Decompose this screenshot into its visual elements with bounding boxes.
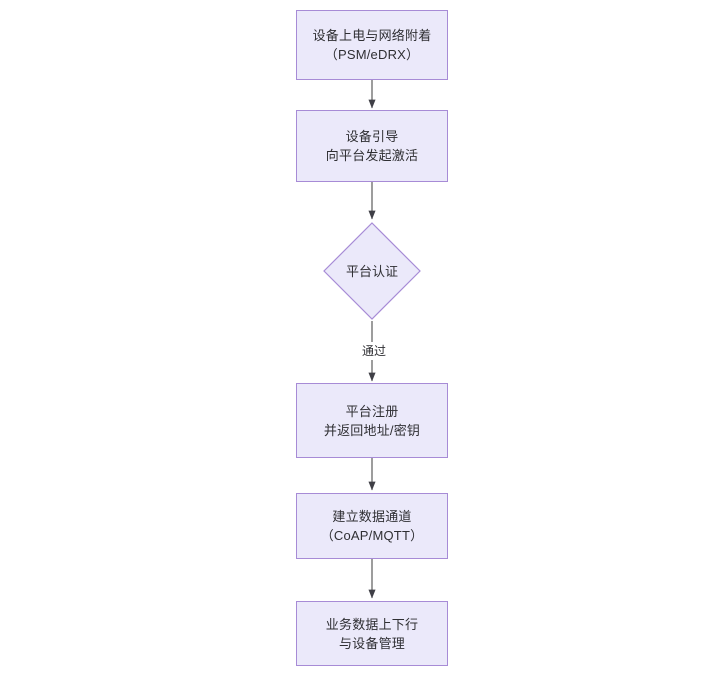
node-label-line1: 业务数据上下行 (325, 616, 419, 632)
node-label-line1: 设备引导 (345, 129, 399, 144)
node-device-power-on[interactable]: 设备上电与网络附着 （PSM/eDRX） (296, 10, 448, 80)
node-device-bootstrap[interactable]: 设备引导 向平台发起激活 (296, 110, 448, 182)
node-label-line2: 向平台发起激活 (325, 148, 419, 163)
node-label-line2: 与设备管理 (338, 635, 405, 651)
node-label-line1: 建立数据通道 (332, 509, 412, 524)
node-label-line2: 并返回地址/密钥 (323, 422, 421, 438)
edge-label-pass: 通过 (355, 342, 393, 360)
node-platform-registration[interactable]: 平台注册 并返回地址/密钥 (296, 383, 448, 458)
node-label-line2: （CoAP/MQTT） (320, 528, 424, 543)
node-label-line1: 设备上电与网络附着 (312, 28, 432, 43)
node-label-line1: 平台认证 (345, 263, 398, 279)
node-label-line2: （PSM/eDRX） (324, 47, 420, 62)
node-data-channel[interactable]: 建立数据通道 （CoAP/MQTT） (296, 493, 448, 559)
node-business-data[interactable]: 业务数据上下行 与设备管理 (296, 601, 448, 666)
diamond-shape (323, 222, 421, 320)
node-label-line1: 平台注册 (345, 403, 399, 419)
node-platform-authentication[interactable]: 平台认证 (323, 222, 421, 320)
